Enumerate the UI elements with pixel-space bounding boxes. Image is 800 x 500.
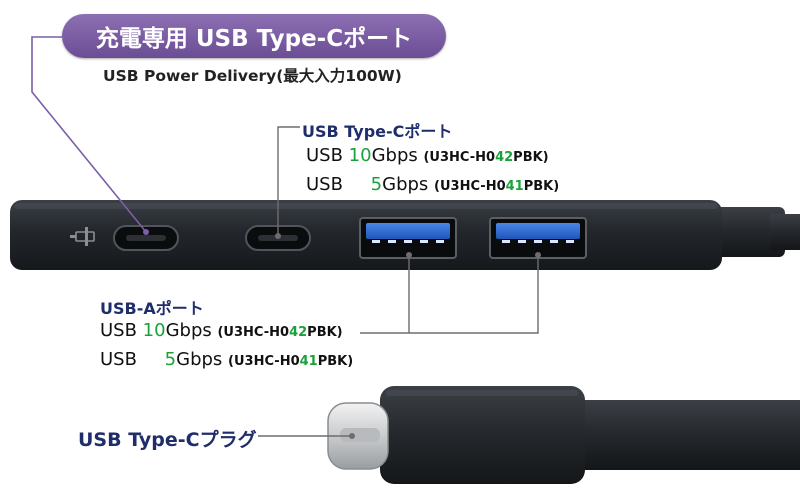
spec-model-code: 42 <box>289 325 308 340</box>
spec-model: (U3HC-H0 <box>217 325 290 340</box>
spec-prefix: USB <box>100 320 143 341</box>
spec-model-suffix: PBK) <box>317 354 354 369</box>
typec-spec-row-1: USB 10Gbps (U3HC-H042PBK) <box>306 145 549 166</box>
usba-port-2 <box>489 217 587 259</box>
charging-port-subtitle: USB Power Delivery(最大入力100W) <box>103 67 402 85</box>
spec-speed: 5 <box>370 174 383 195</box>
charging-port-title: 充電専用 USB Type-Cポート <box>62 14 446 58</box>
charging-leader-line <box>31 36 147 233</box>
spec-speed: 10 <box>348 145 372 166</box>
spec-unit: Gbps <box>176 349 229 370</box>
typec-port-header: USB Type-Cポート <box>302 122 453 141</box>
usbc-plug <box>327 386 800 484</box>
usba-spec-row-1: USB 10Gbps (U3HC-H042PBK) <box>100 320 343 341</box>
spec-model: (U3HC-H0 <box>423 150 496 165</box>
typec-spec-row-2: USB 5Gbps (U3HC-H041PBK) <box>306 174 559 195</box>
spec-model: (U3HC-H0 <box>434 179 506 194</box>
spec-model-code: 41 <box>299 354 318 369</box>
spec-unit: Gbps <box>165 320 218 341</box>
spec-prefix: USB <box>306 174 349 195</box>
spec-prefix: USB <box>306 145 349 166</box>
spec-model-code: 42 <box>495 150 514 165</box>
spec-model-code: 41 <box>505 179 524 194</box>
usba-spec-row-2: USB 5Gbps (U3HC-H041PBK) <box>100 349 353 370</box>
spec-unit: Gbps <box>382 174 435 195</box>
spec-model-suffix: PBK) <box>523 179 560 194</box>
power-plug-icon <box>70 227 95 246</box>
usba-leader-line <box>360 255 539 334</box>
hub-cable <box>715 207 800 257</box>
spec-model: (U3HC-H0 <box>228 354 300 369</box>
spec-unit: Gbps <box>371 145 424 166</box>
usba-port-1 <box>359 217 457 259</box>
spec-model-suffix: PBK) <box>307 325 343 340</box>
usbc-plug-label: USB Type-Cプラグ <box>78 429 257 451</box>
usba-port-header: USB-Aポート <box>100 299 204 318</box>
spec-speed: 5 <box>164 349 177 370</box>
typec-leader-line <box>277 126 300 234</box>
spec-speed: 10 <box>142 320 166 341</box>
spec-prefix: USB <box>100 349 143 370</box>
spec-model-suffix: PBK) <box>513 150 549 165</box>
charging-usbc-port <box>113 225 179 251</box>
